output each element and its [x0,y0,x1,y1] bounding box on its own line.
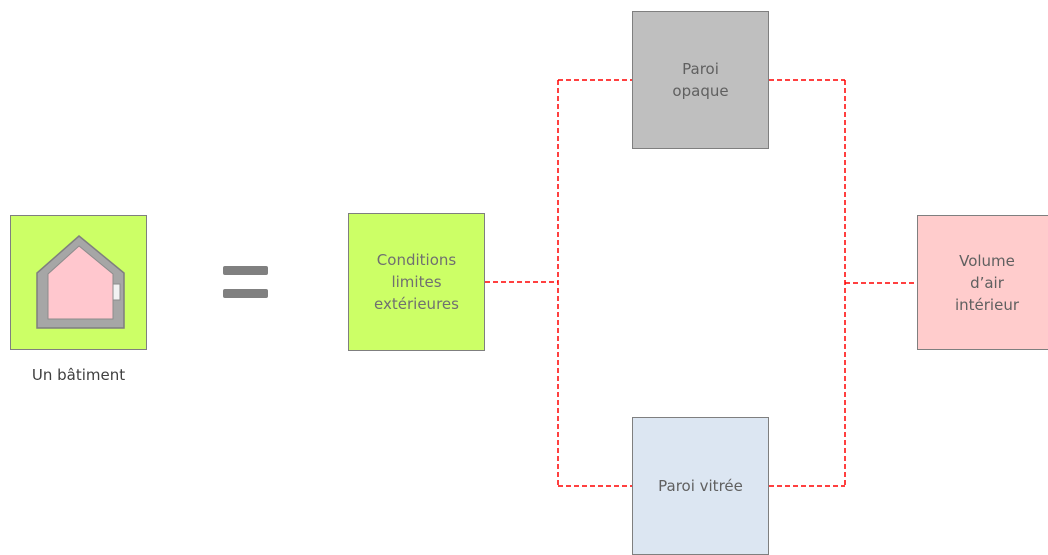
node-paroi-opaque: Paroi opaque [632,11,769,149]
building-box [10,215,147,350]
node-air-label: Volume d’air intérieur [954,251,1020,314]
node-conditions-limites: Conditions limites extérieures [348,213,485,351]
house-icon [36,235,125,329]
node-conditions-label: Conditions limites extérieures [374,251,459,313]
node-glazed-label: Paroi vitrée [658,477,743,495]
node-opaque-label: Paroi opaque [672,60,729,100]
node-paroi-vitree: Paroi vitrée [632,417,769,555]
equals-icon [223,266,268,300]
building-caption: Un bâtiment [31,366,126,384]
node-volume-air: Volume d’air intérieur [917,215,1048,350]
